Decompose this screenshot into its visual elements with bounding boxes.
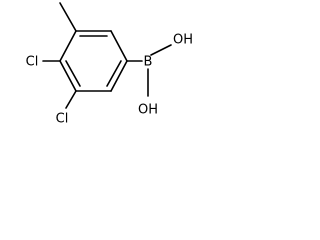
ring-bond-upper-right bbox=[110, 30, 128, 62]
methyl-bond bbox=[59, 2, 77, 32]
chemical-structure-canvas: Cl Cl B OH OH bbox=[0, 0, 206, 132]
hydroxyl-lower-label: OH bbox=[138, 103, 158, 118]
ring-inner-bond-right bbox=[106, 60, 122, 87]
hydroxyl-right-label: OH bbox=[173, 33, 193, 48]
chlorine-upper-label: Cl bbox=[26, 55, 39, 70]
boron-label: B bbox=[144, 55, 153, 70]
boron-oh-right-bond bbox=[150, 44, 172, 56]
ring-bond-lower-left bbox=[59, 60, 77, 92]
cl-lower-bond bbox=[65, 90, 77, 109]
ring-bond-lower-right bbox=[110, 60, 128, 92]
chlorine-lower-label: Cl bbox=[56, 112, 69, 127]
ring-bond-upper-left bbox=[59, 30, 77, 62]
molecule-drawing: Cl Cl B OH OH bbox=[26, 2, 193, 127]
ring-inner-bond-left bbox=[65, 60, 81, 87]
